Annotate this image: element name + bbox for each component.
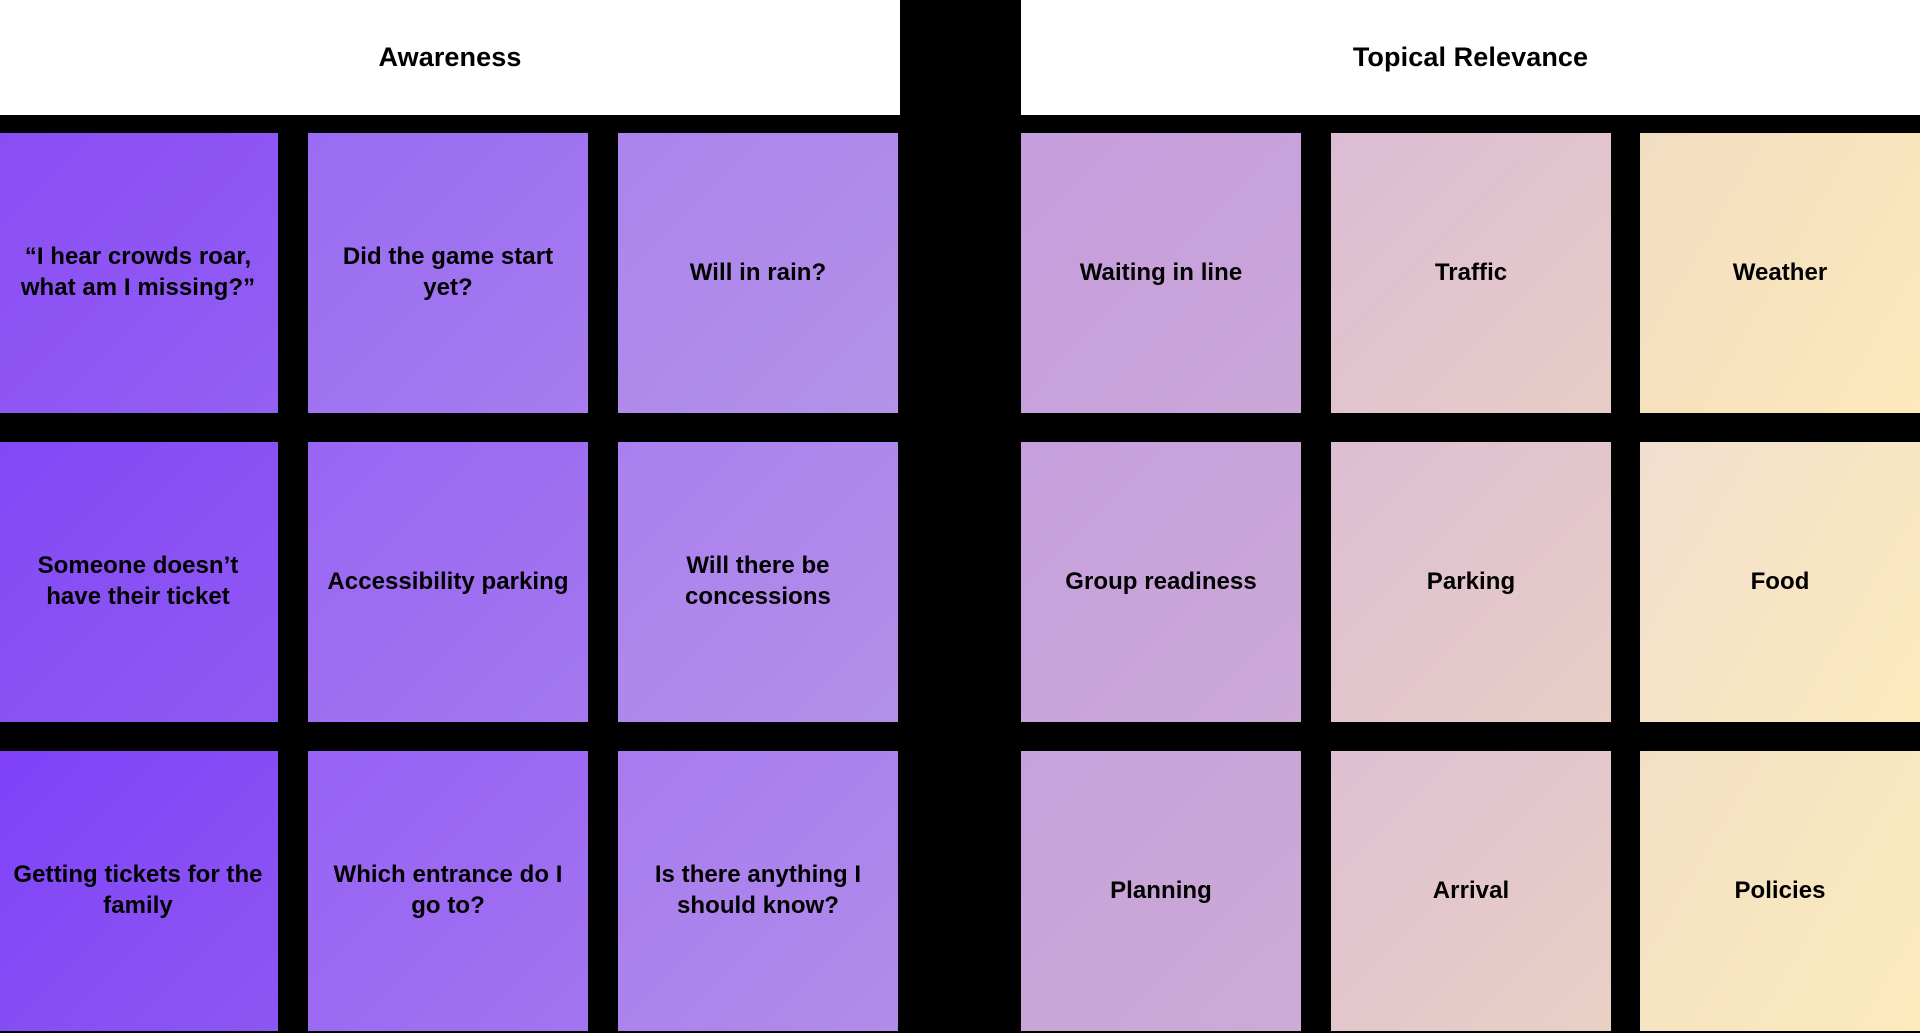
card-label: Food	[1750, 567, 1810, 595]
card-awareness-r2c1[interactable]: Which entrance do I go to?	[308, 751, 588, 1031]
card-awareness-r0c0[interactable]: “I hear crowds roar, what am I missing?”	[0, 133, 278, 413]
panel-title-topical-relevance: Topical Relevance	[1352, 42, 1589, 73]
card-topical-relevance-r0c2[interactable]: Weather	[1640, 133, 1920, 413]
card-label: “I hear crowds roar, what am I missing?”	[20, 243, 256, 301]
card-label: Planning	[1110, 876, 1212, 904]
card-topical-relevance-r0c0[interactable]: Waiting in line	[1021, 133, 1301, 413]
card-label: Getting tickets for the family	[13, 861, 263, 919]
card-label: Will there be concessions	[685, 552, 831, 610]
card-topical-relevance-r1c2[interactable]: Food	[1640, 442, 1920, 722]
panel-title-awareness: Awareness	[378, 42, 522, 73]
card-label: Is there anything I should know?	[654, 861, 862, 919]
card-topical-relevance-r2c0[interactable]: Planning	[1021, 751, 1301, 1031]
card-awareness-r0c1[interactable]: Did the game start yet?	[308, 133, 588, 413]
card-awareness-r2c0[interactable]: Getting tickets for the family	[0, 751, 278, 1031]
card-awareness-r1c2[interactable]: Will there be concessions	[618, 442, 898, 722]
card-label: Group readiness	[1065, 567, 1257, 595]
card-label: Accessibility parking	[327, 567, 569, 595]
card-label: Did the game start yet?	[342, 243, 554, 301]
card-topical-relevance-r1c1[interactable]: Parking	[1331, 442, 1611, 722]
card-topical-relevance-r0c1[interactable]: Traffic	[1331, 133, 1611, 413]
panel-header-awareness: Awareness	[0, 0, 900, 115]
card-label: Which entrance do I go to?	[333, 861, 563, 919]
card-awareness-r1c0[interactable]: Someone doesn’t have their ticket	[0, 442, 278, 722]
card-label: Weather	[1732, 258, 1828, 286]
card-awareness-r0c2[interactable]: Will in rain?	[618, 133, 898, 413]
card-awareness-r1c1[interactable]: Accessibility parking	[308, 442, 588, 722]
card-label: Someone doesn’t have their ticket	[37, 552, 239, 610]
card-topical-relevance-r2c1[interactable]: Arrival	[1331, 751, 1611, 1031]
card-label: Policies	[1734, 876, 1826, 904]
card-label: Arrival	[1432, 876, 1510, 904]
card-awareness-r2c2[interactable]: Is there anything I should know?	[618, 751, 898, 1031]
card-label: Will in rain?	[689, 258, 827, 286]
panel-header-topical-relevance: Topical Relevance	[1021, 0, 1920, 115]
card-label: Parking	[1426, 567, 1516, 595]
card-label: Waiting in line	[1079, 258, 1243, 286]
card-label: Traffic	[1434, 258, 1508, 286]
card-topical-relevance-r2c2[interactable]: Policies	[1640, 751, 1920, 1031]
card-topical-relevance-r1c0[interactable]: Group readiness	[1021, 442, 1301, 722]
